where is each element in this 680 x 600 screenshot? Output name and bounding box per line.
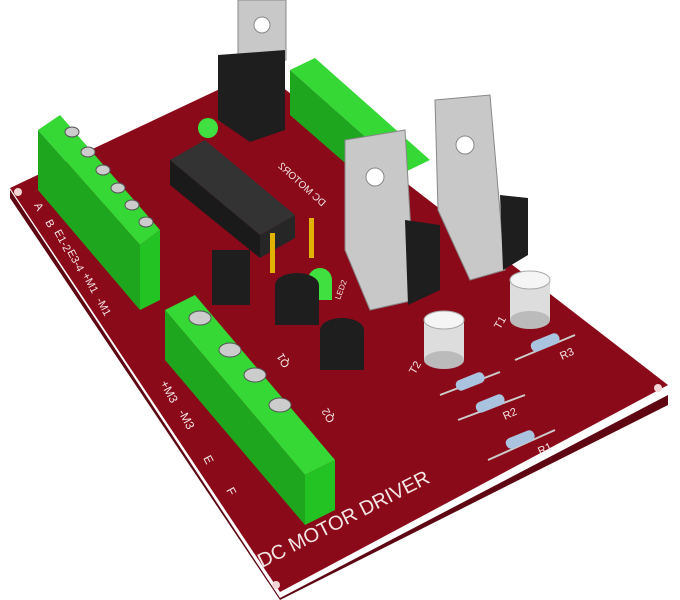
resistor-r0 — [487, 429, 556, 461]
header-pin — [309, 218, 314, 258]
transistor-q1 — [275, 273, 319, 325]
regulator-top — [218, 0, 287, 142]
label-r2: R2 — [501, 406, 519, 423]
resistor-r2 — [439, 371, 501, 396]
label-t2: T2 — [407, 359, 424, 376]
regulator-right — [434, 94, 528, 281]
led-top — [198, 118, 218, 138]
resistor-r3 — [514, 333, 576, 361]
label-t1: T1 — [492, 314, 509, 331]
label-r3: R3 — [558, 346, 576, 363]
mount-hole — [272, 581, 280, 589]
label-r1: R1 — [536, 441, 554, 458]
transistor-t1 — [509, 270, 551, 329]
regulator-middle — [344, 129, 440, 311]
ic-chip — [170, 140, 295, 258]
jumper-header — [212, 250, 250, 305]
transistor-q2 — [320, 318, 364, 370]
terminal-block-left — [38, 115, 160, 310]
terminal-block-bottom — [165, 295, 335, 525]
transistor-t2 — [423, 310, 465, 369]
resistor-r1 — [457, 394, 526, 421]
header-pin — [270, 233, 275, 273]
mount-hole — [14, 188, 22, 196]
mount-hole — [654, 384, 662, 392]
